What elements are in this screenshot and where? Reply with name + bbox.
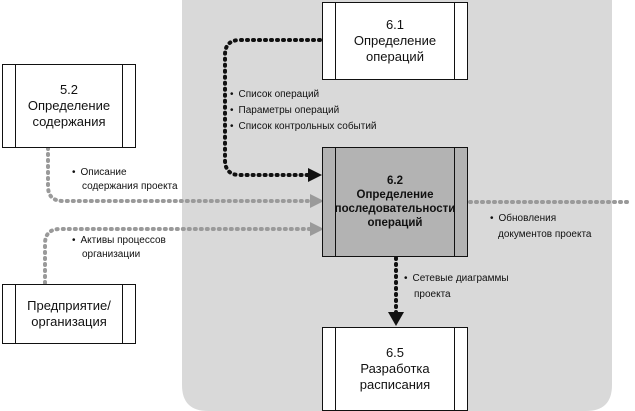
label-text: Обновления [498, 213, 557, 224]
label-text: документов проекта [498, 229, 592, 240]
label-network-diagrams-2: проекта [414, 288, 451, 302]
process-title-line: содержания [32, 114, 106, 129]
process-title-line: Определение [27, 98, 111, 113]
bullet: • [72, 167, 76, 178]
process-title-line: операций [366, 49, 424, 64]
bullet: • [490, 213, 494, 224]
process-title-line: Разработка [360, 361, 430, 376]
bullet: • [230, 121, 234, 132]
label-milestone-list: • Список контрольных событий [230, 120, 377, 134]
arrowhead-52-to-62 [310, 194, 324, 208]
enterprise-title-line: организация [31, 314, 107, 329]
process-box-6-2: 6.2 Определение последовательности опера… [322, 147, 468, 257]
process-number: 6.5 [385, 345, 405, 360]
process-title-line: операций [367, 217, 423, 229]
process-box-6-1: 6.1 Определение операций [322, 2, 468, 80]
bullet: • [230, 89, 234, 100]
enterprise-box: Предприятие/ организация [2, 284, 136, 344]
label-process-assets-2: организации [82, 248, 140, 262]
process-title-line: Определение [356, 189, 434, 201]
label-scope-description: • Описание [72, 166, 127, 180]
label-text: содержания проекта [82, 181, 178, 192]
process-title-line: последовательности [334, 203, 456, 215]
process-title-line: расписания [359, 377, 431, 392]
bullet: • [72, 235, 76, 246]
arrowhead-61-to-62 [308, 168, 322, 182]
connector-52-to-62 [46, 146, 314, 203]
arrowhead-62-to-65 [388, 312, 404, 326]
enterprise-title-line: Предприятие/ [27, 298, 111, 313]
bullet: • [230, 105, 234, 116]
connector-61-to-62 [223, 38, 322, 177]
process-number: 6.2 [387, 175, 403, 187]
process-box-6-5: 6.5 Разработка расписания [322, 327, 468, 411]
label-text: Описание [80, 167, 127, 178]
label-text: Активы процессов [80, 235, 166, 246]
arrowhead-enterprise-to-62 [310, 222, 324, 236]
label-text: Параметры операций [238, 105, 340, 116]
process-box-5-2: 5.2 Определение содержания [2, 64, 136, 148]
label-text: Список контрольных событий [238, 121, 377, 132]
label-document-updates-2: документов проекта [498, 228, 591, 242]
label-scope-description-2: содержания проекта [82, 180, 178, 194]
label-network-diagrams: • Сетевые диаграммы [404, 272, 509, 286]
label-document-updates: • Обновления [490, 212, 556, 226]
label-text: Список операций [238, 89, 320, 100]
bullet: • [404, 273, 408, 284]
process-number: 5.2 [59, 82, 79, 97]
label-text: Сетевые диаграммы [412, 273, 509, 284]
process-title-line: Определение [353, 33, 437, 48]
label-operation-attributes: • Параметры операций [230, 104, 339, 118]
label-text: организации [82, 249, 141, 260]
label-text: проекта [414, 289, 451, 300]
label-process-assets: • Активы процессов [72, 234, 166, 248]
process-number: 6.1 [385, 17, 405, 32]
label-operations-list: • Список операций [230, 88, 319, 102]
